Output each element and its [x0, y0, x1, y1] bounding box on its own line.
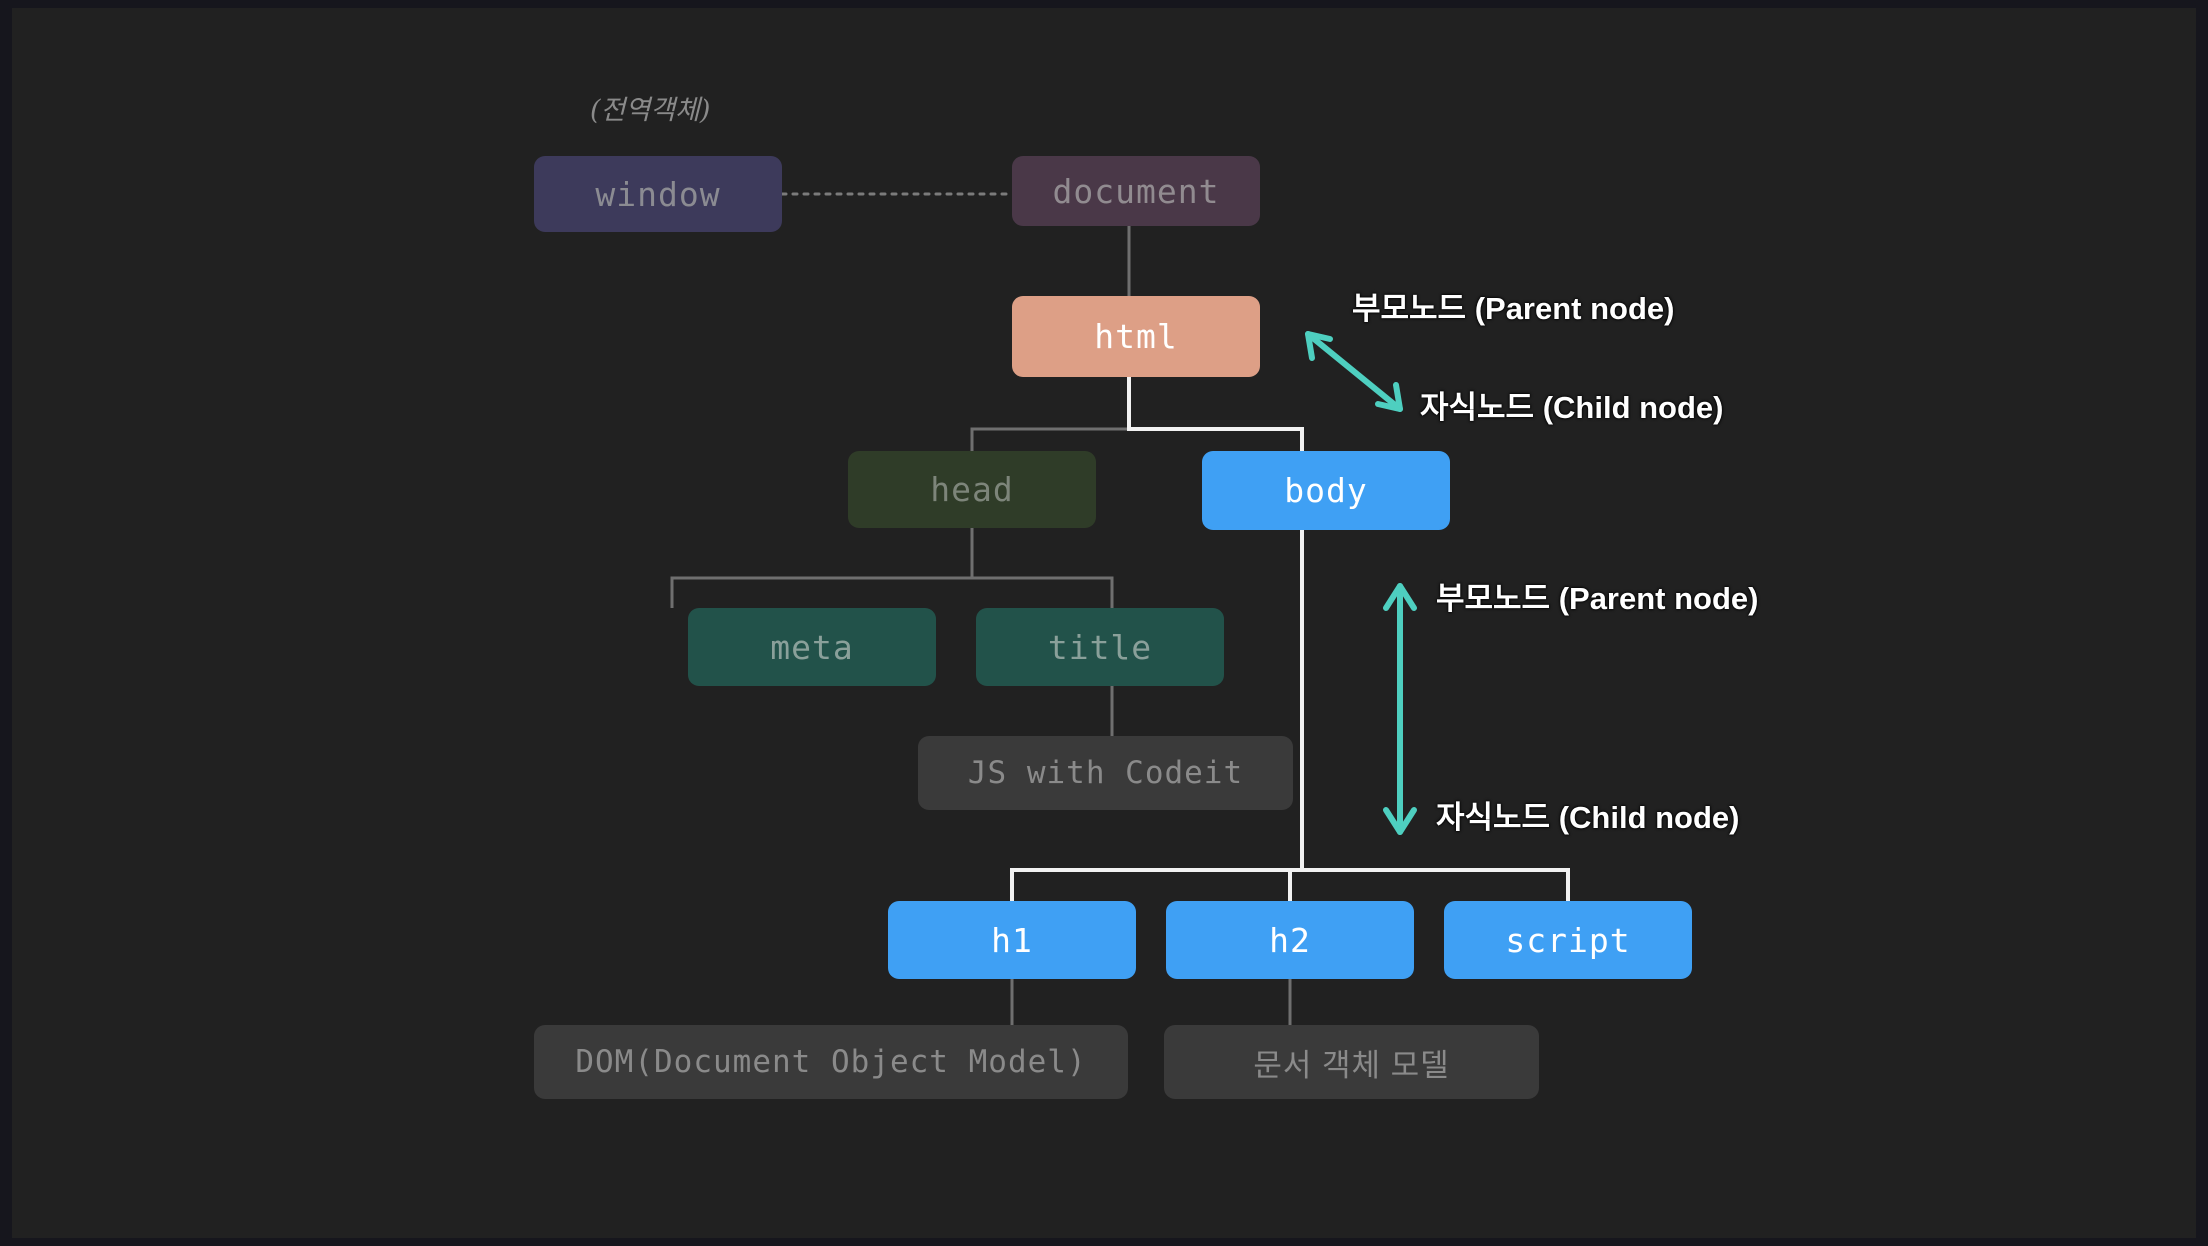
node-h1[interactable]: h1 — [888, 901, 1136, 979]
text-node-h1: DOM(Document Object Model) — [534, 1025, 1128, 1099]
global-object-label: (전역객체) — [590, 95, 711, 126]
node-title[interactable]: title — [976, 608, 1224, 686]
diagram-canvas: (전역객체) window document html head body me… — [12, 8, 2196, 1238]
node-script[interactable]: script — [1444, 901, 1692, 979]
wire-head-bus — [670, 528, 974, 608]
annotation-child-side: 자식노드 (Child node) — [1436, 800, 1740, 835]
text-node-title: JS with Codeit — [918, 736, 1293, 810]
parent-child-diagonal-arrow — [1305, 331, 1403, 412]
text-node-h2: 문서 객체 모델 — [1164, 1025, 1539, 1099]
node-meta[interactable]: meta — [688, 608, 936, 686]
wire-head-title — [972, 576, 1114, 608]
node-window[interactable]: window — [534, 156, 782, 232]
parent-child-vertical-arrow — [1383, 583, 1417, 835]
node-head[interactable]: head — [848, 451, 1096, 528]
node-h2[interactable]: h2 — [1166, 901, 1414, 979]
annotation-parent-side: 부모노드 (Parent node) — [1436, 581, 1759, 616]
wire-body-bus — [1010, 530, 1304, 901]
wire-bus-script — [1302, 868, 1570, 901]
wire-html-head — [970, 377, 1131, 451]
node-document[interactable]: document — [1012, 156, 1260, 226]
annotation-child-top: 자식노드 (Child node) — [1420, 390, 1724, 425]
wire-html-body — [1127, 377, 1304, 451]
node-body[interactable]: body — [1202, 451, 1450, 530]
node-html[interactable]: html — [1012, 296, 1260, 377]
annotation-parent-top: 부모노드 (Parent node) — [1352, 291, 1675, 326]
